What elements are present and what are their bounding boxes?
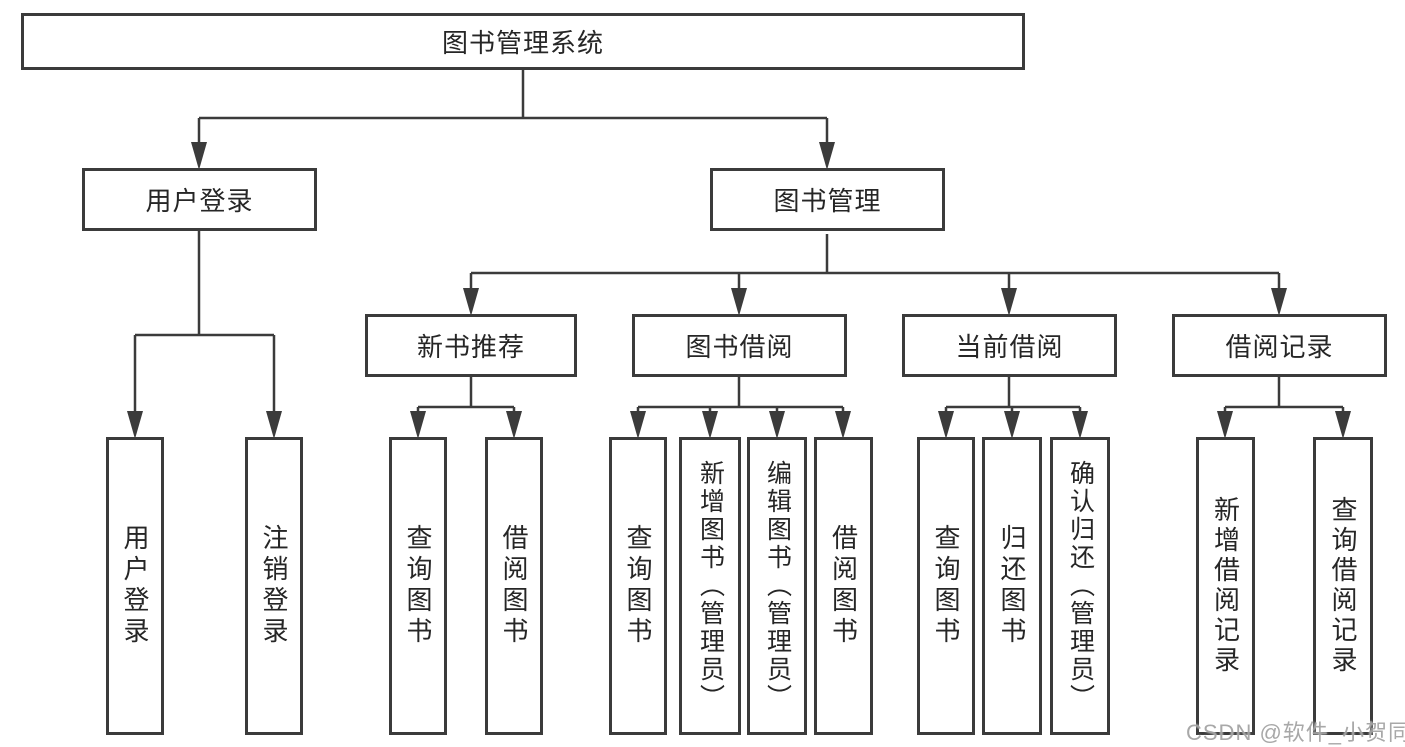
node-current-borrowing: 当前借阅 [902, 314, 1117, 377]
leaf-borrow-book-borrowing-label: 借阅图书 [828, 524, 859, 648]
node-book-borrowing: 图书借阅 [632, 314, 847, 377]
leaf-query-borrow-record-label: 查询借阅记录 [1328, 496, 1358, 676]
leaf-add-borrow-record: 新增借阅记录 [1196, 437, 1255, 735]
leaf-edit-book-admin-label: 编辑图书（管理员） [763, 460, 792, 712]
leaf-query-book-recommend: 查询图书 [389, 437, 447, 735]
leaf-add-book-admin: 新增图书（管理员） [679, 437, 741, 735]
node-root-label: 图书管理系统 [441, 28, 604, 58]
leaf-query-borrow-record: 查询借阅记录 [1313, 437, 1373, 735]
leaf-confirm-return-admin-label: 确认归还（管理员） [1066, 460, 1095, 712]
leaf-borrow-book-recommend-label: 借阅图书 [499, 524, 529, 648]
node-current-borrowing-label: 当前借阅 [955, 332, 1064, 362]
leaf-query-book-current-label: 查询图书 [931, 524, 961, 648]
node-root: 图书管理系统 [21, 13, 1025, 70]
leaf-return-book-label: 归还图书 [997, 524, 1027, 648]
node-borrow-records-label: 借阅记录 [1225, 332, 1334, 362]
leaf-borrow-book-borrowing: 借阅图书 [814, 437, 873, 735]
leaf-logout: 注销登录 [245, 437, 303, 735]
watermark: CSDN @软件_小贺同学 [1186, 720, 1405, 745]
node-user-login: 用户登录 [82, 168, 317, 231]
leaf-query-book-borrowing-label: 查询图书 [623, 524, 653, 648]
leaf-user-login: 用户登录 [106, 437, 164, 735]
leaf-edit-book-admin: 编辑图书（管理员） [747, 437, 807, 735]
leaf-add-borrow-record-label: 新增借阅记录 [1210, 496, 1241, 676]
node-book-management-label: 图书管理 [773, 186, 882, 216]
leaf-confirm-return-admin: 确认归还（管理员） [1050, 437, 1110, 735]
arrowheads [127, 142, 1351, 439]
node-book-management: 图书管理 [710, 168, 945, 231]
leaf-borrow-book-recommend: 借阅图书 [485, 437, 543, 735]
node-borrow-records: 借阅记录 [1172, 314, 1387, 377]
leaf-logout-label: 注销登录 [259, 524, 289, 648]
leaf-query-book-current: 查询图书 [917, 437, 975, 735]
leaf-query-book-recommend-label: 查询图书 [403, 524, 433, 648]
node-book-borrowing-label: 图书借阅 [685, 332, 794, 362]
leaf-query-book-borrowing: 查询图书 [609, 437, 667, 735]
leaf-add-book-admin-label: 新增图书（管理员） [696, 460, 725, 712]
leaf-return-book: 归还图书 [982, 437, 1042, 735]
node-user-login-label: 用户登录 [145, 186, 254, 216]
node-new-book-recommend: 新书推荐 [365, 314, 577, 377]
leaf-user-login-label: 用户登录 [120, 524, 150, 648]
node-new-book-recommend-label: 新书推荐 [416, 332, 525, 362]
